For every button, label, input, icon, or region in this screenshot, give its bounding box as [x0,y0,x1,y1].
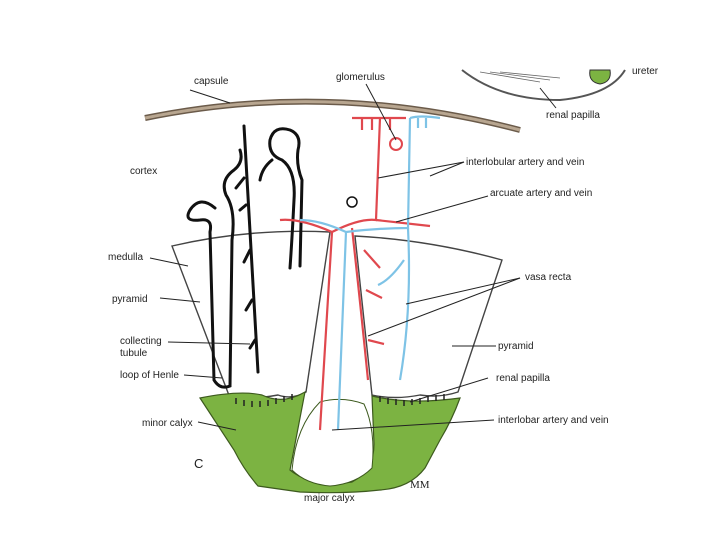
papilla-dots [235,394,445,407]
capsule-outline-inner [144,100,521,132]
label-medulla: medulla [108,252,144,263]
papilla-lines [479,71,561,83]
label-minor-calyx: minor calyx [142,418,193,429]
label-pyramid-right: pyramid [498,341,534,352]
label-interlobar: interlobar artery and vein [498,415,609,426]
nephron-tubules [186,124,304,389]
artist-signature: MM [410,479,430,491]
label-collecting-tubule: collecting tubule [120,336,162,359]
label-pyramid-left: pyramid [112,294,148,305]
leader-lines [149,83,557,431]
label-interlobular: interlobular artery and vein [466,157,585,168]
glomerulus [389,137,403,151]
panel-letter: C [194,456,204,471]
kidney-fragment [461,69,626,102]
right-pyramid [354,235,503,399]
veins [299,115,441,431]
label-major-calyx: major calyx [304,493,355,504]
label-vasa-recta: vasa recta [525,272,572,283]
label-renal-papilla-top: renal papilla [546,110,600,121]
label-loop-of-henle: loop of Henle [120,370,179,381]
label-cortex: cortex [130,166,158,177]
ureter-shape [589,69,611,85]
label-arcuate: arcuate artery and vein [490,188,593,199]
label-glomerulus: glomerulus [336,72,385,83]
glomerulus-small [346,196,358,208]
major-calyx-cavity [291,398,374,487]
label-capsule: capsule [194,76,229,87]
label-renal-papilla: renal papilla [496,373,550,384]
label-ureter: ureter [632,66,659,77]
